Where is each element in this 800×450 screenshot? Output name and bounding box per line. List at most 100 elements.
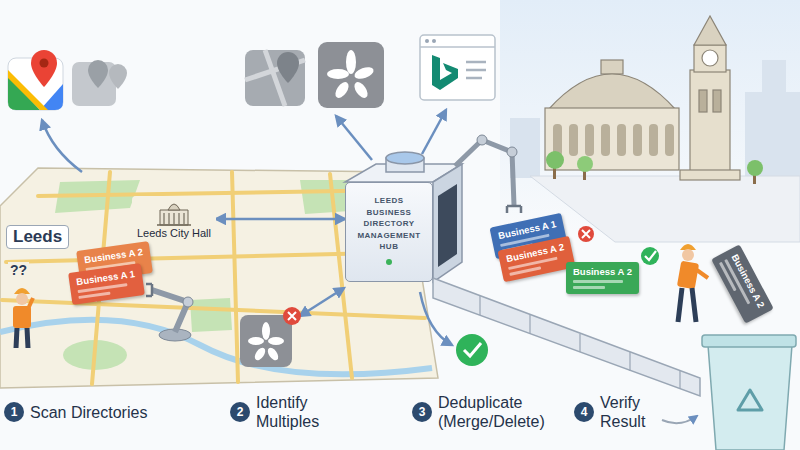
legs bbox=[678, 288, 696, 322]
tree-crown bbox=[577, 156, 593, 172]
hub-arrow bbox=[300, 288, 344, 316]
card-line bbox=[573, 280, 623, 283]
skyline-block bbox=[762, 60, 786, 100]
arm bbox=[28, 298, 33, 309]
step-text: Identify Multiples bbox=[256, 393, 336, 431]
petal bbox=[333, 80, 352, 100]
google-gray-grid bbox=[245, 50, 305, 106]
belt-rollers bbox=[480, 296, 680, 389]
map-pin-dot bbox=[40, 59, 49, 68]
gray-pin bbox=[88, 60, 108, 88]
building-part bbox=[157, 224, 191, 226]
tree-crown bbox=[546, 151, 564, 169]
petal bbox=[248, 337, 264, 345]
reject-badge bbox=[578, 226, 594, 242]
arch bbox=[601, 124, 610, 156]
hub-box: LEEDS BUSINESS DIRECTORY MANAGEMENT HUB bbox=[345, 182, 433, 282]
gray-pin bbox=[109, 64, 127, 89]
arch bbox=[649, 124, 658, 156]
building-part bbox=[168, 204, 180, 210]
arch bbox=[665, 124, 674, 156]
step-text: Deduplicate (Merge/Delete) bbox=[438, 393, 556, 431]
head bbox=[16, 293, 28, 305]
accept-tick bbox=[645, 251, 656, 260]
status-light bbox=[386, 259, 392, 265]
arm-joint bbox=[507, 147, 517, 157]
petal bbox=[268, 337, 284, 345]
petal bbox=[346, 50, 356, 74]
hub-arrow bbox=[422, 110, 446, 154]
arch bbox=[617, 124, 626, 156]
hub-side bbox=[433, 164, 462, 282]
tree-crown bbox=[747, 160, 763, 176]
arm bbox=[152, 290, 188, 332]
step-number: 3 bbox=[412, 402, 432, 422]
card-line bbox=[573, 286, 605, 289]
lantern bbox=[601, 60, 623, 74]
building-part bbox=[164, 213, 184, 224]
discarded-card: Business A 2 bbox=[711, 244, 774, 323]
landmark-box: Leeds City Hall bbox=[132, 196, 216, 242]
yelp-icon bbox=[240, 315, 292, 367]
petal bbox=[353, 65, 375, 81]
window-dot bbox=[425, 39, 429, 43]
belt bbox=[433, 278, 700, 396]
directory-icons bbox=[245, 35, 495, 108]
petal bbox=[253, 346, 268, 362]
step-text: Verify Result bbox=[600, 393, 658, 431]
bing-title-bar bbox=[420, 46, 495, 48]
yelp-icon bbox=[318, 42, 384, 108]
connector-arrow bbox=[216, 218, 345, 221]
check-circle bbox=[456, 334, 488, 366]
arch bbox=[585, 124, 594, 156]
map-place-tag: Leeds bbox=[6, 225, 69, 249]
verified-card: Business A 2 bbox=[566, 262, 639, 294]
arm bbox=[694, 268, 708, 278]
park bbox=[190, 298, 232, 332]
vest bbox=[13, 306, 31, 328]
result-arrow bbox=[662, 416, 697, 423]
step-number: 1 bbox=[4, 402, 24, 422]
plaza bbox=[530, 176, 800, 242]
tower-window bbox=[713, 90, 721, 112]
badges bbox=[578, 226, 659, 265]
step-text: Scan Directories bbox=[30, 403, 170, 422]
head bbox=[682, 249, 694, 261]
tower-base bbox=[680, 170, 740, 180]
recycle-bin bbox=[702, 335, 796, 450]
trees bbox=[546, 151, 763, 184]
city-map bbox=[0, 168, 438, 388]
clock-tower bbox=[680, 16, 740, 180]
step-label: 2 Identify Multiples bbox=[230, 393, 336, 431]
petal bbox=[352, 80, 371, 100]
arm-joint bbox=[183, 297, 193, 307]
hub-arrow bbox=[336, 116, 372, 160]
bing-lines bbox=[466, 62, 486, 78]
tower-top bbox=[694, 45, 726, 72]
petal bbox=[262, 322, 270, 340]
spire bbox=[694, 16, 726, 45]
legs bbox=[16, 328, 28, 348]
map-sheet bbox=[0, 168, 438, 388]
clock-face bbox=[702, 50, 718, 66]
building-part bbox=[160, 210, 188, 225]
check-tick bbox=[464, 343, 481, 356]
bing-window bbox=[420, 35, 495, 100]
yelp-rejected bbox=[240, 307, 301, 367]
check-mark bbox=[456, 334, 488, 366]
step-label: 4Verify Result bbox=[574, 393, 658, 431]
river bbox=[0, 320, 432, 375]
skyline-block bbox=[745, 92, 800, 180]
petal bbox=[266, 346, 281, 362]
building-icon bbox=[154, 198, 194, 226]
arches bbox=[553, 124, 674, 156]
accept-badge bbox=[641, 247, 659, 265]
worker-right bbox=[677, 244, 708, 322]
road bbox=[232, 172, 238, 382]
step-label: 3 Deduplicate (Merge/Delete) bbox=[412, 393, 556, 431]
hub-label: LEEDS BUSINESS DIRECTORY MANAGEMENT HUB bbox=[354, 195, 424, 253]
step-number: 2 bbox=[230, 402, 250, 422]
dome bbox=[548, 74, 676, 110]
